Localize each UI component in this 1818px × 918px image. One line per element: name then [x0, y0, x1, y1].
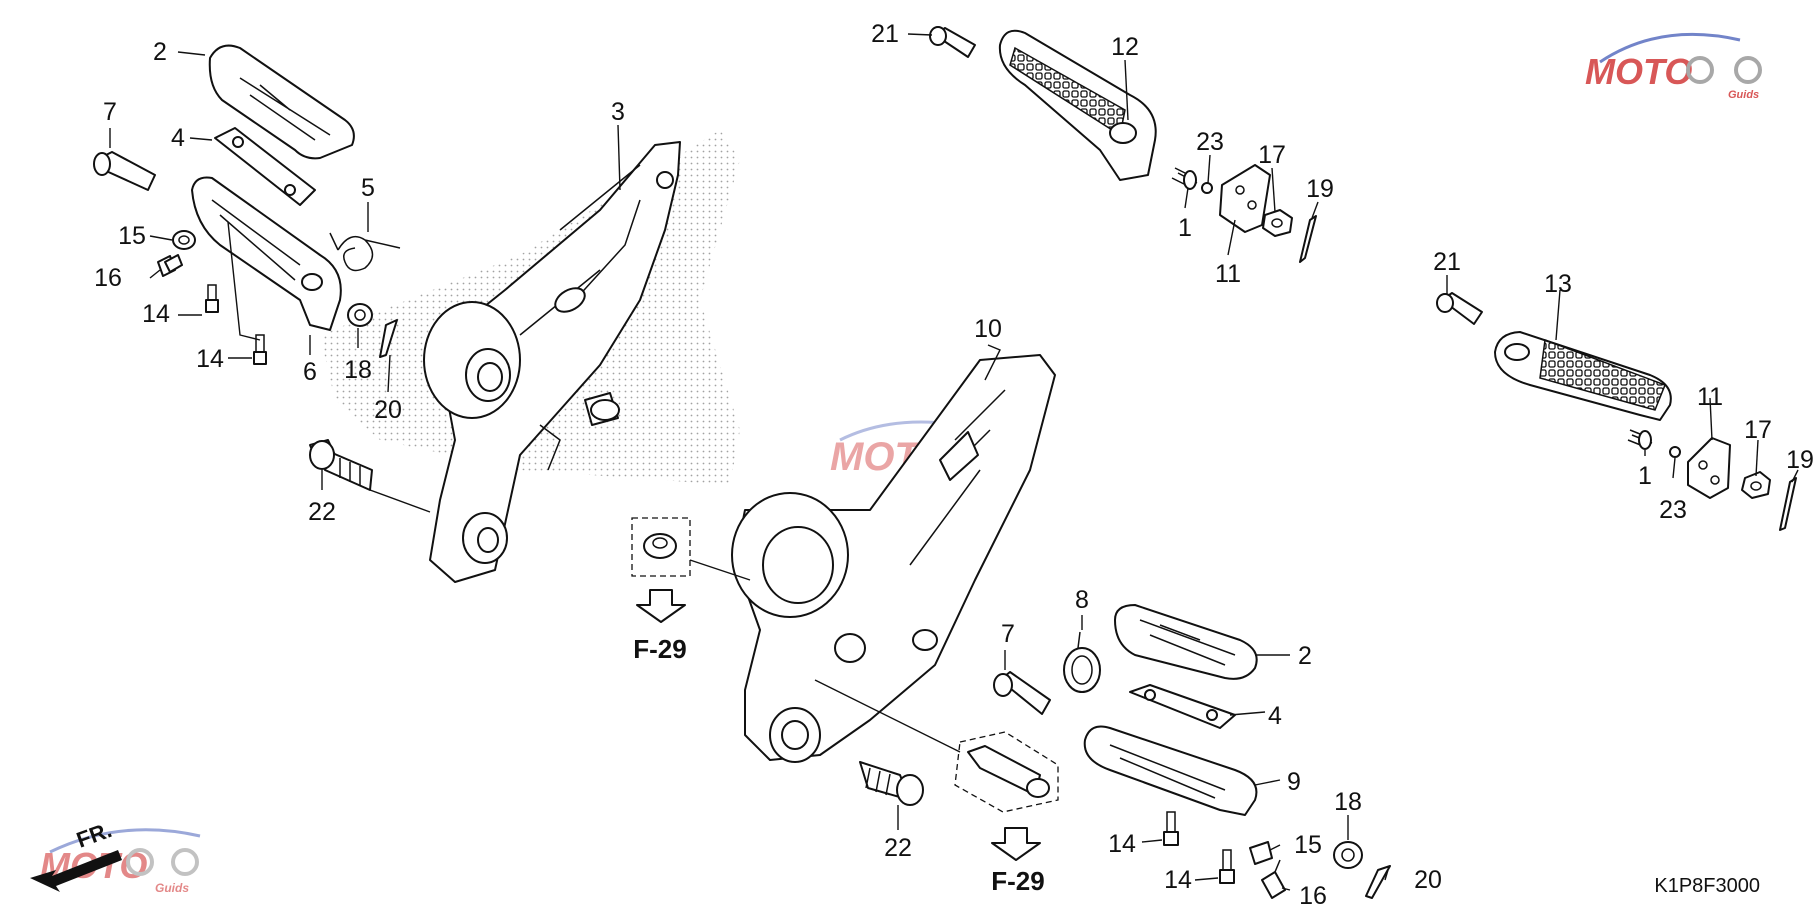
right-pin-part-7[interactable]	[993, 671, 1051, 715]
drawing-code: K1P8F3000	[1654, 875, 1760, 897]
far-right-nut-part-17[interactable]	[1741, 471, 1771, 499]
callout-11-top[interactable]: 11	[1215, 260, 1241, 288]
callout-6[interactable]: 6	[303, 358, 317, 386]
far-right-detent-part-1[interactable]	[1627, 429, 1653, 450]
reference-label-f29-bottom[interactable]: F-29	[991, 866, 1044, 896]
right-spring-part-8[interactable]	[1063, 631, 1101, 693]
callout-21-top[interactable]: 21	[871, 20, 899, 48]
callout-4-left[interactable]: 4	[171, 124, 185, 152]
callout-18-right[interactable]: 18	[1334, 788, 1362, 816]
left-screw-part-14b[interactable]	[253, 334, 267, 365]
callout-9[interactable]: 9	[1287, 768, 1301, 796]
callout-5[interactable]: 5	[361, 174, 375, 202]
left-peg-rubber-part-2[interactable]	[208, 44, 355, 160]
callout-15-left[interactable]: 15	[118, 222, 146, 250]
left-bolt-part-22[interactable]	[309, 439, 373, 491]
svg-text:MOTO: MOTO	[1585, 51, 1692, 92]
callout-21-right[interactable]: 21	[1433, 248, 1461, 276]
right-bolt-part-16[interactable]	[1261, 859, 1286, 899]
right-bracket-part-10[interactable]	[731, 354, 1056, 763]
leader-lines	[109, 33, 1799, 891]
svg-text:Guids: Guids	[155, 881, 189, 895]
left-plate-part-4[interactable]	[214, 127, 316, 206]
right-bolt-part-22[interactable]	[859, 761, 924, 806]
callout-3[interactable]: 3	[611, 98, 625, 126]
upper-right-footpeg-part-12[interactable]	[998, 29, 1157, 181]
far-right-footpeg-part-13[interactable]	[1494, 331, 1672, 421]
right-peg-rubber-part-2[interactable]	[1114, 604, 1258, 680]
callout-7-right[interactable]: 7	[1001, 620, 1015, 648]
upper-right-detent-part-1[interactable]	[1171, 167, 1198, 190]
right-footpeg-part-9[interactable]	[1083, 725, 1258, 816]
upper-right-plate-part-11[interactable]	[1219, 164, 1271, 233]
left-washer-part-15[interactable]	[172, 230, 196, 250]
far-right-ball-part-23[interactable]	[1669, 446, 1681, 458]
far-right-pin-part-21[interactable]	[1436, 292, 1483, 325]
right-nut-reference-box	[631, 517, 691, 623]
left-footpeg-part-6[interactable]	[191, 176, 342, 331]
callout-2-left[interactable]: 2	[153, 38, 167, 66]
callout-16-left[interactable]: 16	[94, 264, 122, 292]
callout-22-right[interactable]: 22	[884, 834, 912, 862]
left-spring-part-5[interactable]	[329, 232, 401, 272]
left-pin-part-7[interactable]	[93, 151, 156, 191]
right-cotter-pin-part-20[interactable]	[1365, 865, 1391, 899]
left-bracket-part-3[interactable]	[423, 141, 681, 583]
far-right-cotter-part-19[interactable]	[1779, 477, 1797, 531]
right-screw-part-14c[interactable]	[1163, 811, 1179, 846]
right-plate-part-4[interactable]	[1129, 684, 1236, 729]
callout-19-right[interactable]: 19	[1786, 446, 1814, 474]
callout-8[interactable]: 8	[1075, 586, 1089, 614]
right-pivot-reference-box	[954, 731, 1059, 861]
right-washer-part-15[interactable]	[1249, 841, 1273, 865]
reference-label-f29-left[interactable]: F-29	[633, 634, 686, 664]
upper-right-nut-part-17[interactable]	[1262, 209, 1293, 237]
callout-13[interactable]: 13	[1544, 270, 1572, 298]
callout-17-top[interactable]: 17	[1258, 141, 1286, 169]
upper-right-ball-part-23[interactable]	[1201, 182, 1213, 194]
callout-10[interactable]: 10	[974, 315, 1002, 343]
far-right-plate-part-11[interactable]	[1687, 437, 1731, 499]
callout-1-top[interactable]: 1	[1178, 214, 1192, 242]
right-washer-part-18[interactable]	[1333, 841, 1363, 869]
svg-text:Guids: Guids	[1728, 89, 1759, 101]
callout-1-right[interactable]: 1	[1638, 462, 1652, 490]
upper-right-pin-part-21[interactable]	[929, 26, 976, 58]
upper-right-cotter-part-19[interactable]	[1299, 215, 1317, 263]
callout-14-left-a[interactable]: 14	[142, 300, 170, 328]
callout-20-right[interactable]: 20	[1414, 866, 1442, 894]
left-washer-part-18[interactable]	[347, 303, 373, 327]
watermark-logo-bottom: MOTO Guids	[40, 828, 201, 895]
callout-14-right-a[interactable]: 14	[1108, 830, 1136, 858]
left-screw-part-14a[interactable]	[205, 284, 219, 313]
callout-23-right[interactable]: 23	[1659, 496, 1687, 524]
callout-22-left[interactable]: 22	[308, 498, 336, 526]
callout-12[interactable]: 12	[1111, 33, 1139, 61]
callout-15-right[interactable]: 15	[1294, 831, 1322, 859]
callout-23-top[interactable]: 23	[1196, 128, 1224, 156]
callout-14-right-b[interactable]: 14	[1164, 866, 1192, 894]
callout-labels: 2 7 4 5 15 16 14 14 6 18 20 3 22 21 12 2…	[94, 20, 1814, 910]
left-cotter-pin-part-20[interactable]	[379, 319, 398, 358]
watermark-logo-top: MOTO Guids	[1585, 32, 1762, 101]
callout-18-left[interactable]: 18	[344, 356, 372, 384]
callout-16-right[interactable]: 16	[1299, 882, 1327, 910]
callout-14-left-b[interactable]: 14	[196, 345, 224, 373]
callout-11-right[interactable]: 11	[1697, 383, 1723, 411]
left-bolt-part-16[interactable]	[157, 254, 183, 277]
callout-2-right[interactable]: 2	[1298, 642, 1312, 670]
right-screw-part-14d[interactable]	[1219, 849, 1235, 884]
callout-20-left[interactable]: 20	[374, 396, 402, 424]
callout-19-top[interactable]: 19	[1306, 175, 1334, 203]
callout-4-right[interactable]: 4	[1268, 702, 1282, 730]
callout-17-right[interactable]: 17	[1744, 416, 1772, 444]
callout-7-left[interactable]: 7	[103, 98, 117, 126]
